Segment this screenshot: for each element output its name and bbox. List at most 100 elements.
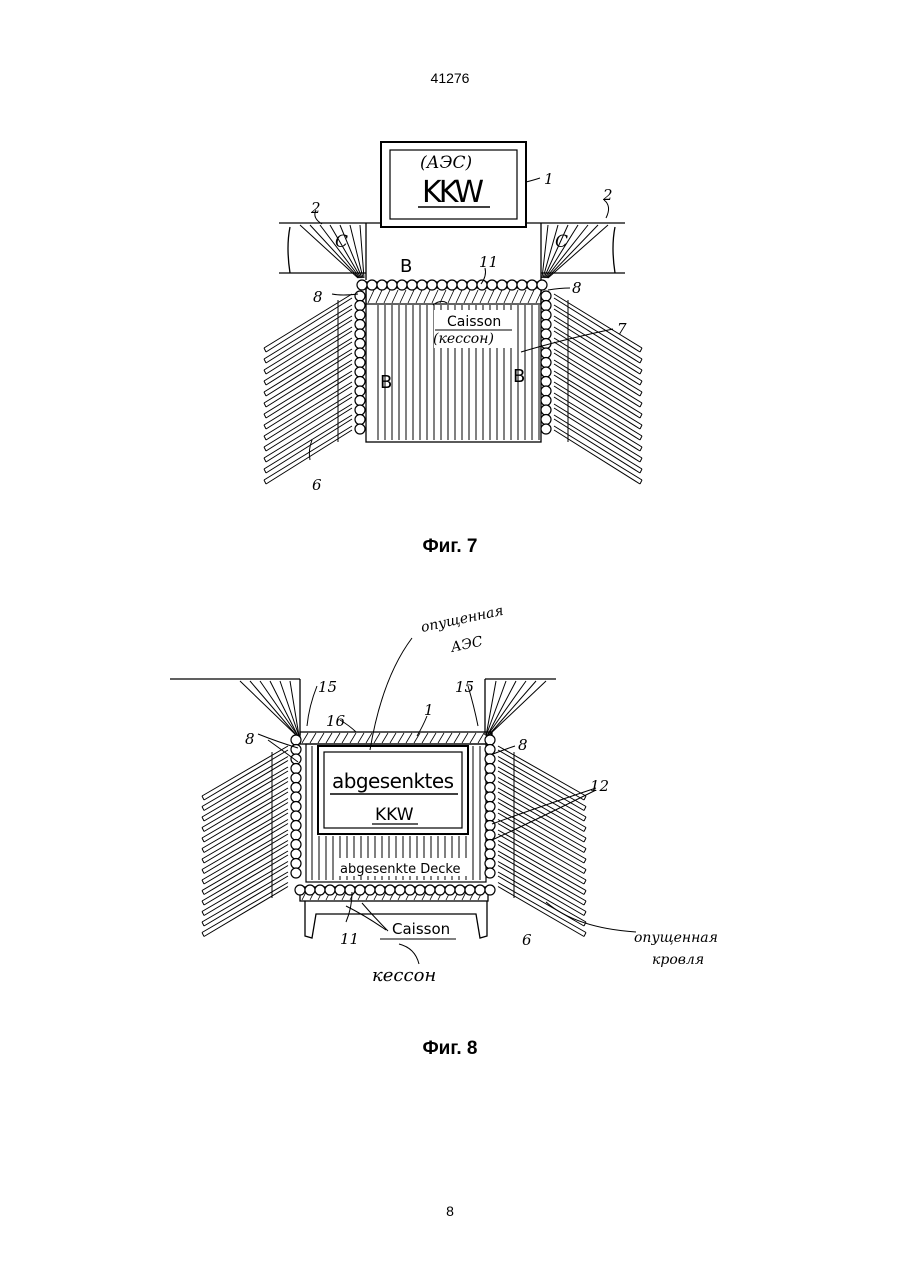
ref-1: 1 <box>544 170 554 188</box>
fan-right-8 <box>486 681 546 736</box>
pile <box>355 367 365 377</box>
pile <box>291 764 301 774</box>
anchor-left <box>264 305 352 359</box>
anchor-right <box>498 855 584 905</box>
pile <box>355 415 365 425</box>
anchor-left <box>264 447 266 451</box>
ref-2-left: 2 <box>310 199 321 217</box>
ref-8-right: 8 <box>572 279 582 297</box>
slab-hatch-line <box>432 290 438 303</box>
pile <box>355 348 365 358</box>
anchor-right <box>584 838 586 842</box>
anchor-right <box>640 403 642 407</box>
slab-hatch-line <box>480 290 486 303</box>
anchor-right <box>498 887 584 937</box>
pile <box>485 830 495 840</box>
anchor-left <box>202 830 288 880</box>
anchor-left <box>202 788 288 838</box>
page-code: 41276 <box>0 70 900 86</box>
anchor-right <box>554 426 642 480</box>
anchor-right <box>584 859 586 863</box>
slab-hatch-line <box>454 733 460 743</box>
pile-row <box>355 280 551 434</box>
anchor-right <box>584 880 586 884</box>
anchor-right <box>584 901 586 905</box>
pile <box>527 280 537 290</box>
anchor-right <box>584 828 586 832</box>
anchor-left <box>202 880 204 884</box>
pile <box>485 821 495 831</box>
anchor-left <box>264 480 266 484</box>
pile <box>291 773 301 783</box>
anchor-left <box>264 404 352 458</box>
anchor-right <box>554 309 640 363</box>
note-top-line2: АЭС <box>449 634 485 657</box>
pile <box>295 885 305 895</box>
ref-7: 7 <box>617 320 627 338</box>
pile <box>355 396 365 406</box>
anchor-right <box>498 767 586 817</box>
anchor-left <box>264 458 266 462</box>
anchor-left <box>204 813 288 863</box>
figure-7-caption: Фиг. 7 <box>0 536 900 558</box>
anchor-left <box>204 887 288 937</box>
pile <box>357 280 367 290</box>
anchor-left <box>264 403 266 407</box>
anchor-left <box>266 320 352 374</box>
anchor-right <box>498 803 584 853</box>
pile <box>541 405 551 415</box>
slab-hatch-line <box>478 733 484 743</box>
ref8-6: 6 <box>522 931 532 949</box>
anchor-right <box>554 320 640 374</box>
anchor-left <box>202 883 288 933</box>
pile <box>497 280 507 290</box>
pile <box>541 358 551 368</box>
anchor-left <box>204 866 288 916</box>
ref8-1: 1 <box>424 701 434 719</box>
anchor-left <box>264 360 352 414</box>
pile <box>395 885 405 895</box>
pile <box>541 320 551 330</box>
anchor-left <box>202 901 204 905</box>
anchor-left <box>264 338 352 392</box>
anchor-left <box>264 426 352 480</box>
pile <box>291 783 301 793</box>
anchor-right <box>640 414 642 418</box>
pile <box>355 377 365 387</box>
anchor-right <box>554 338 642 392</box>
slab-hatch-line <box>398 733 404 743</box>
anchor-right <box>498 778 586 828</box>
ref-8-left: 8 <box>313 288 323 306</box>
pile <box>487 280 497 290</box>
anchor-right <box>498 830 586 880</box>
slab-hatch-line <box>464 290 470 303</box>
anchor-left <box>264 327 352 381</box>
pile <box>407 280 417 290</box>
fan-left <box>300 225 364 278</box>
slab-hatch-line <box>488 290 494 303</box>
anchor-left <box>202 849 204 853</box>
anchor-left <box>202 891 204 895</box>
ref-11: 11 <box>479 253 498 271</box>
slab-hatch-line <box>392 290 398 303</box>
slab-hatch-line <box>528 290 534 303</box>
pile <box>541 386 551 396</box>
pile <box>541 301 551 311</box>
anchor-right <box>640 480 642 484</box>
anchor-left <box>266 298 352 352</box>
anchor-right <box>640 381 642 385</box>
slab-hatch-line <box>376 290 382 303</box>
anchor-left <box>204 845 288 895</box>
ref8-15-left: 15 <box>318 678 337 696</box>
pile <box>397 280 407 290</box>
slab-hatch-line <box>334 733 340 743</box>
caisson-label-de: Caisson <box>447 314 501 330</box>
anchor-right <box>554 415 642 469</box>
pile <box>291 735 301 745</box>
pile <box>437 280 447 290</box>
anchor-right <box>584 817 586 821</box>
slab-hatch-line <box>382 733 388 743</box>
pile <box>485 849 495 859</box>
ref8-15-right: 15 <box>455 678 474 696</box>
anchor-left <box>204 803 288 853</box>
